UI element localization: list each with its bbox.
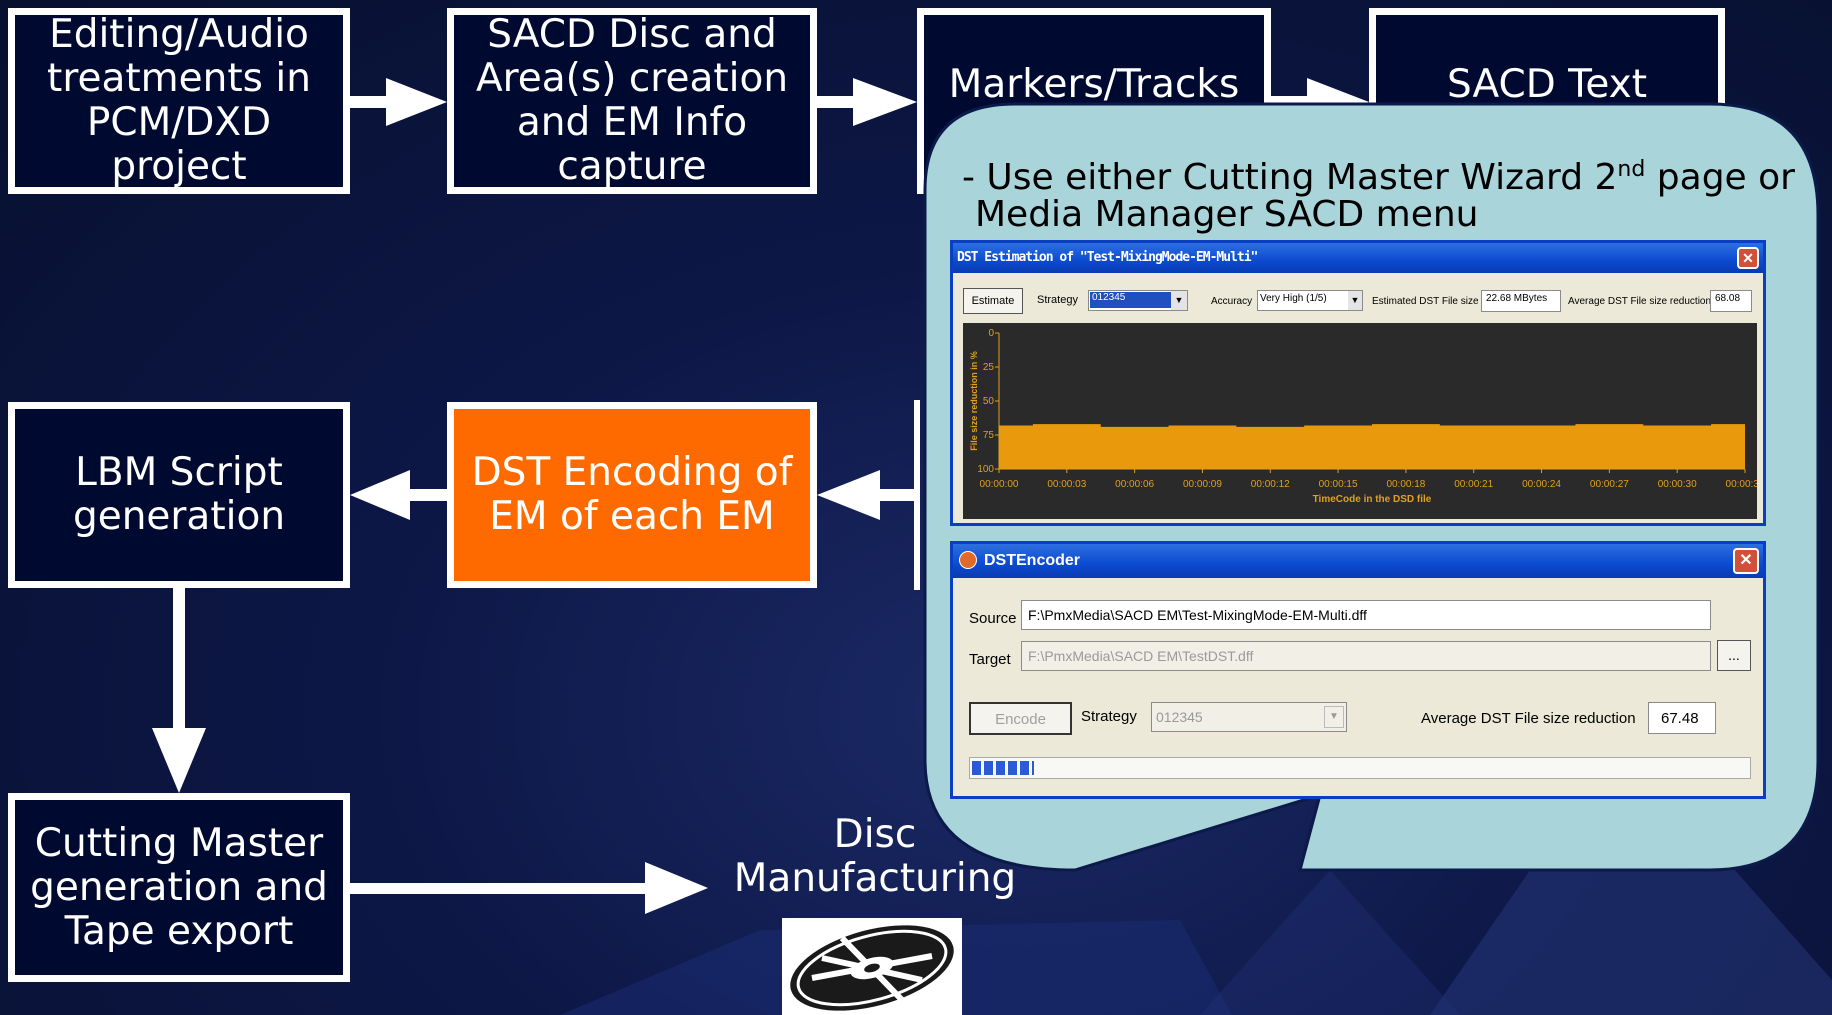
arrow-1-shaft — [350, 96, 390, 108]
x-tick-label: 00:00:18 — [1386, 479, 1425, 490]
disc-icon — [782, 918, 962, 1015]
strategy-select-value: 012345 — [1090, 292, 1172, 308]
arrow-2-head — [853, 78, 917, 126]
callout-line-2: Media Manager SACD menu — [975, 194, 1479, 235]
encode-button[interactable]: Encode — [969, 702, 1072, 735]
y-tick-label: 75 — [983, 430, 995, 441]
encoder-title: DSTEncoder — [984, 552, 1081, 569]
callout-line-1-start: - Use either Cutting Master Wizard 2 — [962, 157, 1618, 198]
arrow-6-shaft — [173, 588, 185, 728]
encoder-close-icon[interactable]: ✕ — [1733, 548, 1759, 574]
encoder-avg-reduction-field: 67.48 — [1648, 702, 1716, 734]
source-label: Source — [969, 610, 1017, 627]
x-tick-label: 00:00:03 — [1047, 479, 1086, 490]
target-field[interactable]: F:\PmxMedia\SACD EM\TestDST.dff — [1021, 641, 1711, 671]
arrow-5-head — [817, 470, 880, 520]
avg-reduction-label: Average DST File size reduction — [1568, 296, 1712, 307]
estimated-size-field: 22.68 MBytes — [1481, 290, 1561, 312]
callout-line-1-end: page or — [1645, 157, 1795, 198]
encoder-app-icon — [959, 551, 977, 569]
encoder-strategy-value: 012345 — [1156, 709, 1203, 725]
arrow-5-shaft — [877, 489, 917, 501]
x-tick-label: 00:00:12 — [1251, 479, 1290, 490]
dst-estimation-window: DST Estimation of "Test-MixingMode-EM-Mu… — [950, 240, 1766, 526]
callout-superscript: nd — [1617, 157, 1646, 182]
sacd-disc-area-box: SACD Disc and Area(s) creation and EM In… — [447, 8, 817, 194]
strategy-select[interactable]: 012345 ▼ — [1088, 290, 1188, 311]
x-tick-label: 00:00:33 — [1726, 479, 1757, 490]
strategy-label: Strategy — [1037, 294, 1078, 306]
encoder-strategy-select[interactable]: 012345 ▼ — [1151, 702, 1347, 732]
arrow-2-shaft — [817, 96, 857, 108]
target-label: Target — [969, 651, 1011, 668]
dst-encoder-window: DSTEncoder ✕ Source F:\PmxMedia\SACD EM\… — [950, 541, 1766, 799]
x-tick-label: 00:00:30 — [1658, 479, 1697, 490]
estimation-title: DST Estimation of "Test-MixingMode-EM-Mu… — [957, 250, 1258, 265]
markers-tracks-label: Markers/Tracks — [948, 62, 1240, 107]
callout-line-1: - Use either Cutting Master Wizard 2nd p… — [962, 147, 1795, 200]
lbm-script-box: LBM Script generation — [8, 402, 350, 588]
markers-box-side-line — [914, 400, 920, 590]
cutting-master-box: Cutting Master generation and Tape expor… — [8, 793, 350, 982]
reduction-area — [999, 424, 1745, 469]
x-tick-label: 00:00:27 — [1590, 479, 1629, 490]
arrow-4-head — [350, 470, 410, 520]
estimation-titlebar: DST Estimation of "Test-MixingMode-EM-Mu… — [953, 243, 1763, 273]
arrow-1-head — [386, 78, 447, 126]
y-tick-label: 0 — [988, 328, 994, 339]
reduction-chart: 0 25 50 75 100 00:00:00 00:00:03 00:00:06 00:00:… — [963, 323, 1757, 519]
arrow-7-shaft — [350, 883, 650, 894]
accuracy-select-value: Very High (1/5) — [1260, 293, 1327, 304]
x-tick-label: 00:00:06 — [1115, 479, 1154, 490]
x-tick-label: 00:00:00 — [980, 479, 1019, 490]
encode-progress-fill — [972, 761, 1035, 775]
arrow-4-shaft — [406, 489, 447, 501]
encoder-titlebar: DSTEncoder ✕ — [953, 544, 1763, 578]
disc-manufacturing-label: Disc Manufacturing — [733, 812, 1017, 901]
encoder-strategy-label: Strategy — [1081, 708, 1137, 725]
estimate-button[interactable]: Estimate — [963, 288, 1023, 314]
y-axis-label: File size reduction in % — [969, 351, 979, 451]
x-axis-label: TimeCode in the DSD file — [1313, 494, 1432, 505]
source-field[interactable]: F:\PmxMedia\SACD EM\Test-MixingMode-EM-M… — [1021, 600, 1711, 630]
estimated-size-label: Estimated DST File size — [1372, 296, 1479, 307]
y-tick-label: 25 — [983, 362, 995, 373]
accuracy-select[interactable]: Very High (1/5) ▼ — [1257, 290, 1363, 311]
browse-button[interactable]: ... — [1717, 640, 1751, 671]
y-tick-label: 50 — [983, 396, 995, 407]
arrow-7-head — [645, 862, 708, 914]
encoder-avg-reduction-label: Average DST File size reduction — [1421, 710, 1636, 727]
accuracy-label: Accuracy — [1211, 296, 1253, 307]
y-tick-label: 100 — [977, 464, 994, 475]
dst-encoding-box: DST Encoding of EM of each EM — [447, 402, 817, 588]
arrow-6-head — [152, 728, 206, 793]
estimation-close-icon[interactable]: ✕ — [1737, 247, 1759, 269]
encode-progress-bar — [969, 757, 1751, 779]
chevron-down-icon: ▼ — [1171, 291, 1187, 310]
sacd-text-label: SACD Text — [1446, 62, 1647, 107]
x-tick-label: 00:00:21 — [1454, 479, 1493, 490]
chevron-down-icon: ▼ — [1324, 706, 1344, 728]
x-tick-label: 00:00:09 — [1183, 479, 1222, 490]
x-tick-label: 00:00:24 — [1522, 479, 1561, 490]
editing-audio-box: Editing/Audio treatments in PCM/DXD proj… — [8, 8, 350, 194]
x-tick-label: 00:00:15 — [1319, 479, 1358, 490]
chevron-down-icon: ▼ — [1348, 291, 1362, 310]
avg-reduction-field: 68.08 — [1710, 290, 1752, 312]
